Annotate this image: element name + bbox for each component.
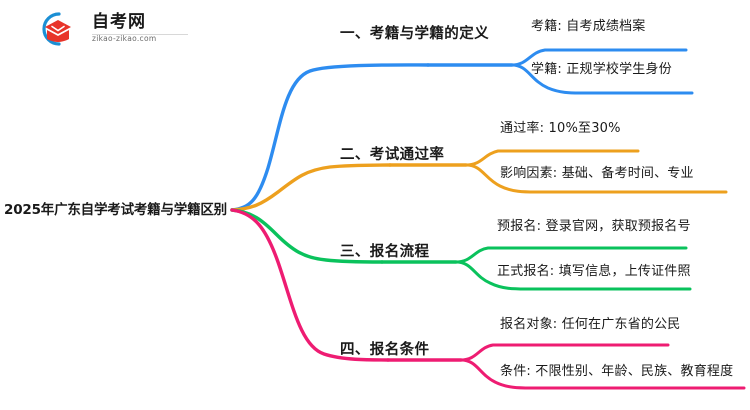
logo-mark [42, 12, 71, 46]
branch-label-2[interactable]: 二、考试通过率 [340, 147, 445, 163]
leaf-label-4-1[interactable]: 报名对象: 任何在广东省的公民 [500, 317, 681, 332]
logo-site-name: 自考网 [92, 12, 146, 32]
leaf-label-2-2[interactable]: 影响因素: 基础、备考时间、专业 [500, 166, 694, 181]
leaf-label-2-1[interactable]: 通过率: 10%至30% [500, 121, 621, 136]
graduation-cap-icon [45, 20, 71, 42]
site-logo[interactable]: 自考网 zikao-zikao.com [28, 8, 188, 50]
leaf-label-1-2[interactable]: 学籍: 正规学校学生身份 [531, 62, 672, 77]
logo-site-url: zikao-zikao.com [92, 34, 157, 43]
blue-arc-icon [42, 12, 61, 46]
branch-label-4[interactable]: 四、报名条件 [340, 342, 430, 358]
leaf-label-4-2[interactable]: 条件: 不限性别、年龄、民族、教育程度 [500, 364, 734, 379]
branch-3-trunk [230, 208, 384, 264]
branch-3-child-2-wire [454, 260, 692, 291]
logo-divider [92, 34, 188, 35]
branch-1-child-2-wire [510, 63, 694, 95]
branch-1-trunk [230, 63, 430, 212]
branch-label-1[interactable]: 一、考籍与学籍的定义 [340, 26, 489, 42]
branch-4-child-1-wire [459, 343, 670, 362]
branch-4-child-2-wire [459, 358, 746, 390]
logo-text: 自考网 zikao-zikao.com [92, 13, 192, 49]
leaf-label-3-1[interactable]: 预报名: 登录官网，获取预报名号 [497, 219, 691, 234]
branch-label-3[interactable]: 三、报名流程 [340, 244, 430, 260]
leaf-label-1-1[interactable]: 考籍: 自考成绩档案 [531, 19, 646, 34]
leaf-label-3-2[interactable]: 正式报名: 填写信息，上传证件照 [497, 264, 691, 279]
branch-2-child-2-wire [464, 163, 728, 194]
branch-4-trunk [230, 208, 390, 362]
root-node-label[interactable]: 2025年广东自学考试考籍与学籍区别 [4, 202, 227, 218]
branch-2-trunk [230, 163, 392, 212]
